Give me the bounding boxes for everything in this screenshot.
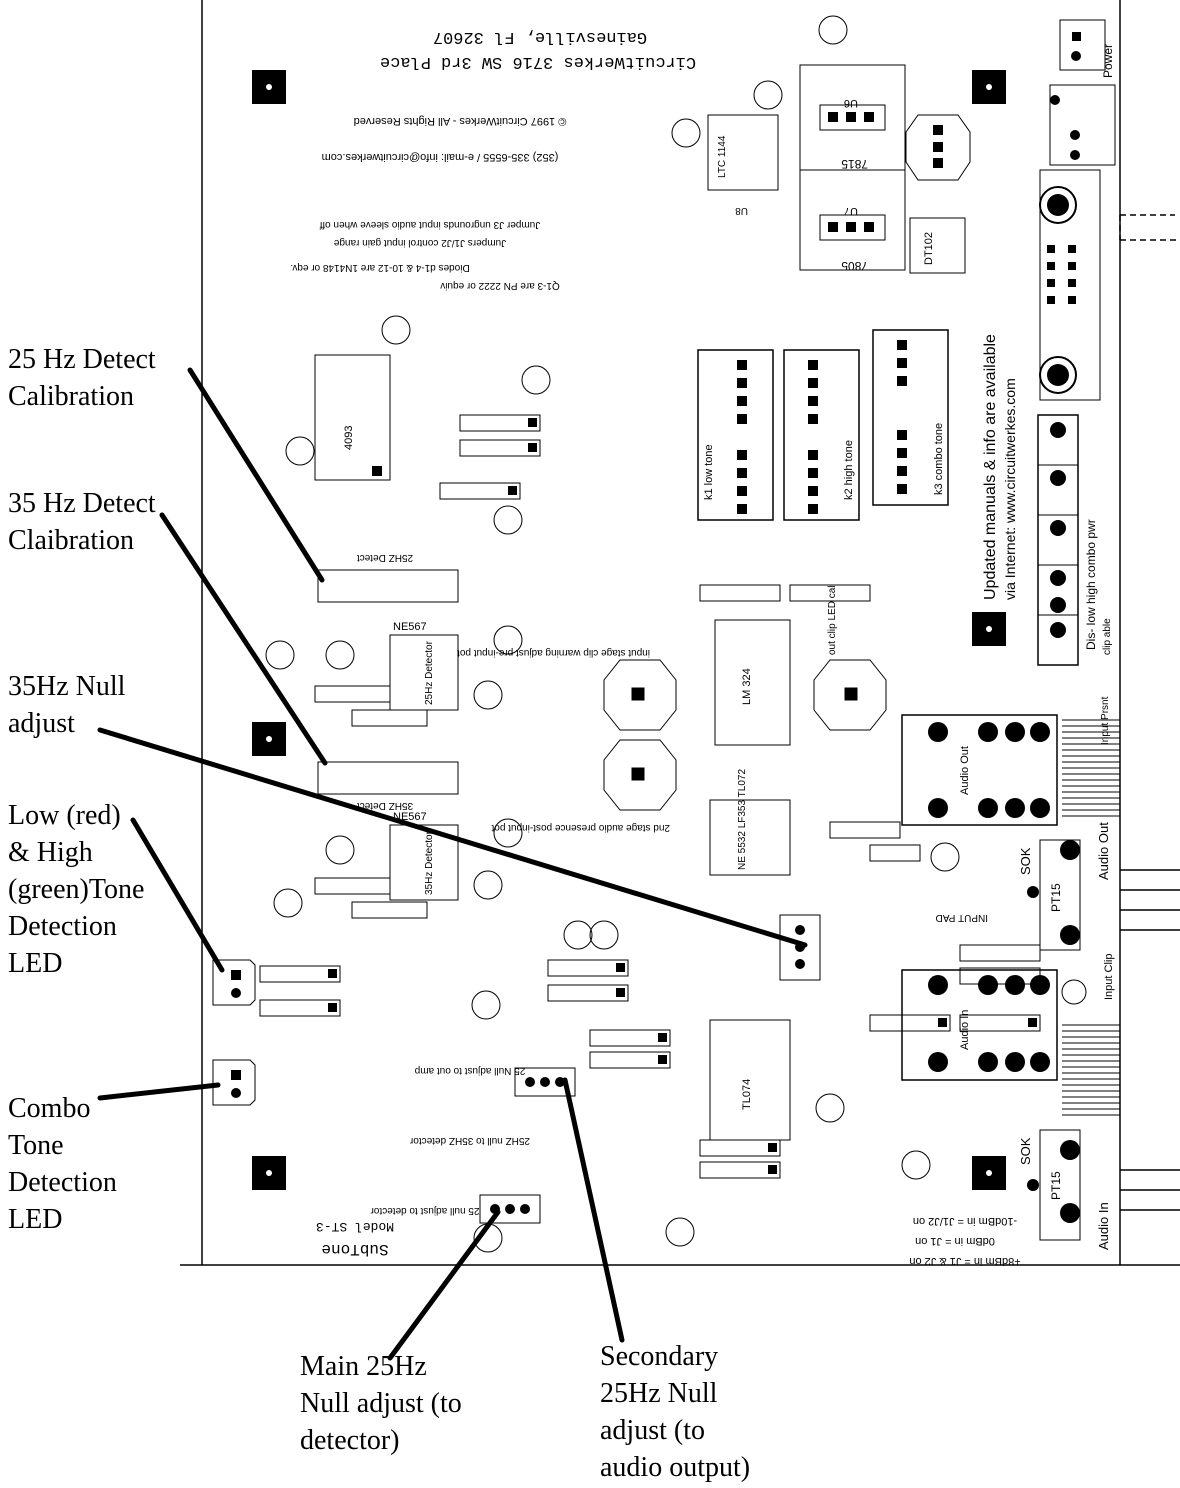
led-d15: [212, 1059, 256, 1106]
relay-k2: k2 high tone: [783, 349, 860, 521]
internet-note: Updated manuals & info are available via…: [982, 334, 1018, 600]
jumper-j12-text: Jumpers J1/J2 control input gain range: [333, 237, 506, 248]
resistors: [259, 414, 1041, 1179]
svg-text:SubTone: SubTone: [321, 1240, 388, 1258]
chip-u8: LTC 1144 U8: [707, 114, 779, 216]
audio-in-jack: Audio In: [901, 969, 1058, 1081]
svg-text:U6: U6: [844, 97, 858, 109]
callout-25-calibration: 25 Hz Detect Calibration: [8, 344, 156, 412]
audio-out-jack: Audio Out: [901, 714, 1058, 826]
svg-text:Audio Out: Audio Out: [959, 746, 971, 795]
misc-right-labels: Input Clip INPUT PAD Input Prsnt: [936, 696, 1115, 1000]
callout-35-calibration: 35 Hz Detect Claibration: [8, 488, 156, 556]
svg-text:25 null adjust to detector: 25 null adjust to detector: [370, 1205, 480, 1216]
detect-25-pot: 25HZ Detect: [317, 552, 459, 603]
terminal-block: Dis- low high combo pwr clip able: [1037, 414, 1113, 666]
company-text: CircuitWerkes 3716 SW 3rd Place: [380, 52, 696, 71]
svg-text:SOK: SOK: [1018, 847, 1033, 875]
svg-text:NE567: NE567: [393, 621, 427, 633]
chip-lm324: LM 324: [714, 619, 791, 746]
svg-text:k2 high tone: k2 high tone: [843, 440, 855, 500]
regulators: U6 7815 U7 7805 DT102: [799, 64, 971, 274]
svg-text:25Hz Detector: 25Hz Detector: [424, 640, 435, 705]
svg-text:PT15: PT15: [1049, 883, 1063, 912]
manuals-text: Updated manuals & info are available: [982, 334, 999, 600]
callout-secondary-null: Secondary 25Hz Null adjust (to audio out…: [600, 1341, 751, 1483]
svg-text:TL074: TL074: [741, 1079, 753, 1110]
svg-text:LM 324: LM 324: [741, 668, 753, 705]
copyright-text: © 1997 CircuitWerkes - All Rights Reserv…: [354, 115, 567, 127]
svg-text:clip able: clip able: [1102, 618, 1113, 655]
svg-text:U8: U8: [735, 205, 748, 216]
svg-text:LTC 1144: LTC 1144: [717, 135, 728, 178]
svg-text:PT15: PT15: [1049, 1171, 1063, 1200]
null-labels: 25HZ null to 35HZ detector 25 null adjus…: [370, 1065, 530, 1216]
gain-labels: -10dBm in = J1/J2 on 0dBm in = J1 on +8d…: [909, 1215, 1020, 1267]
svg-text:k1 low tone: k1 low tone: [703, 444, 715, 500]
chip-u1: NE567 25Hz Detector: [389, 621, 459, 711]
svg-text:25 Null adjust to out amp: 25 Null adjust to out amp: [414, 1065, 525, 1076]
callout-35-null: 35Hz Null adjust: [8, 671, 126, 739]
svg-text:Input Prsnt: Input Prsnt: [1100, 696, 1111, 745]
resistor-pads: [328, 418, 1037, 1174]
svg-text:25HZ null to 35HZ detector: 25HZ null to 35HZ detector: [409, 1135, 530, 1146]
led-d13-14: [212, 959, 256, 1006]
svg-text:Power: Power: [1101, 44, 1115, 78]
svg-text:7815: 7815: [841, 157, 868, 171]
callout-main-null: Main 25Hz Null adjust (to detector): [300, 1351, 462, 1456]
callout-combo-led: Combo Tone Detection LED: [8, 1093, 117, 1235]
svg-text:Model ST-3: Model ST-3: [316, 1219, 394, 1234]
chip-tl074: TL074: [709, 1019, 791, 1141]
q-note-text: Q1-3 are PN 2222 or equiv: [440, 280, 560, 291]
svg-text:7805: 7805: [841, 259, 868, 273]
ribbed-connectors: [1062, 719, 1120, 1116]
callout-tone-led: Low (red) & High (green)Tone Detection L…: [8, 800, 145, 979]
detect-35-pot: 35HZ Detect: [317, 761, 459, 811]
pt15-in: PT15 SOK Audio In: [1018, 1129, 1111, 1250]
capacitors: [265, 15, 1087, 1253]
relay-k1: k1 low tone: [697, 349, 774, 521]
board-outline: [180, 0, 1180, 1266]
svg-text:k3 combo tone: k3 combo tone: [933, 423, 945, 495]
svg-text:35HZ Detect: 35HZ Detect: [357, 800, 413, 811]
svg-text:DT102: DT102: [923, 232, 935, 265]
svg-text:35Hz Detector: 35Hz Detector: [424, 830, 435, 895]
relay-pins: [737, 340, 907, 514]
svg-text:INPUT PAD: INPUT PAD: [936, 912, 988, 923]
svg-text:0dBm in = J1 on: 0dBm in = J1 on: [915, 1235, 995, 1247]
diodes-text: Diodes d1-4 & 10-12 are 1N4148 or eqv.: [290, 262, 469, 273]
svg-text:Audio Out: Audio Out: [1096, 822, 1111, 880]
svg-text:SOK: SOK: [1018, 1137, 1033, 1165]
power-connector: Power: [1039, 19, 1116, 401]
city-text: Gainesville, Fl 32607: [433, 27, 647, 46]
svg-text:4093: 4093: [343, 426, 355, 450]
chip-u4: NE 5532 LF353 TL072: [709, 769, 791, 876]
svg-text:-10dBm in = J1/J2 on: -10dBm in = J1/J2 on: [913, 1215, 1017, 1227]
chip-u2: NE567 35Hz Detector: [389, 811, 459, 901]
svg-text:NE 5532 LF353 TL072: NE 5532 LF353 TL072: [737, 769, 748, 870]
svg-text:Audio In: Audio In: [1096, 1202, 1111, 1250]
jumper-j3-text: Jumper J3 ungrounds input audio sleeve w…: [320, 219, 541, 230]
contact-text: (352) 335-6555 / e-mail: info@circuitwer…: [322, 151, 559, 163]
relay-k3: k3 combo tone: [872, 329, 949, 506]
svg-text:+8dBm in = J1 & J2 on: +8dBm in = J1 & J2 on: [909, 1255, 1020, 1267]
svg-text:Input Clip: Input Clip: [1103, 954, 1115, 1000]
svg-text:out clip LED cal: out clip LED cal: [827, 586, 838, 655]
header-silkscreen: CircuitWerkes 3716 SW 3rd Place Gainesvi…: [290, 27, 696, 291]
pot-labels: input stage clip warning adjust pre-inpu…: [457, 586, 838, 833]
svg-text:U7: U7: [844, 205, 858, 217]
svg-text:input stage clip warning adjus: input stage clip warning adjust pre-inpu…: [457, 647, 650, 658]
model-text: SubTone Model ST-3: [316, 1219, 394, 1258]
svg-text:Audio In: Audio In: [959, 1010, 971, 1050]
pt15-out: PT15 SOK Audio Out: [1018, 822, 1111, 951]
svg-text:25HZ Detect: 25HZ Detect: [357, 552, 413, 563]
null-trimmers: [479, 914, 821, 1224]
internet-text: via Internet: www.circuitwerkes.com: [1002, 378, 1018, 600]
chip-u3: 4093: [314, 354, 391, 481]
svg-text:Dis- low high combo pwr: Dis- low high combo pwr: [1084, 519, 1098, 650]
svg-text:NE567: NE567: [393, 811, 427, 823]
